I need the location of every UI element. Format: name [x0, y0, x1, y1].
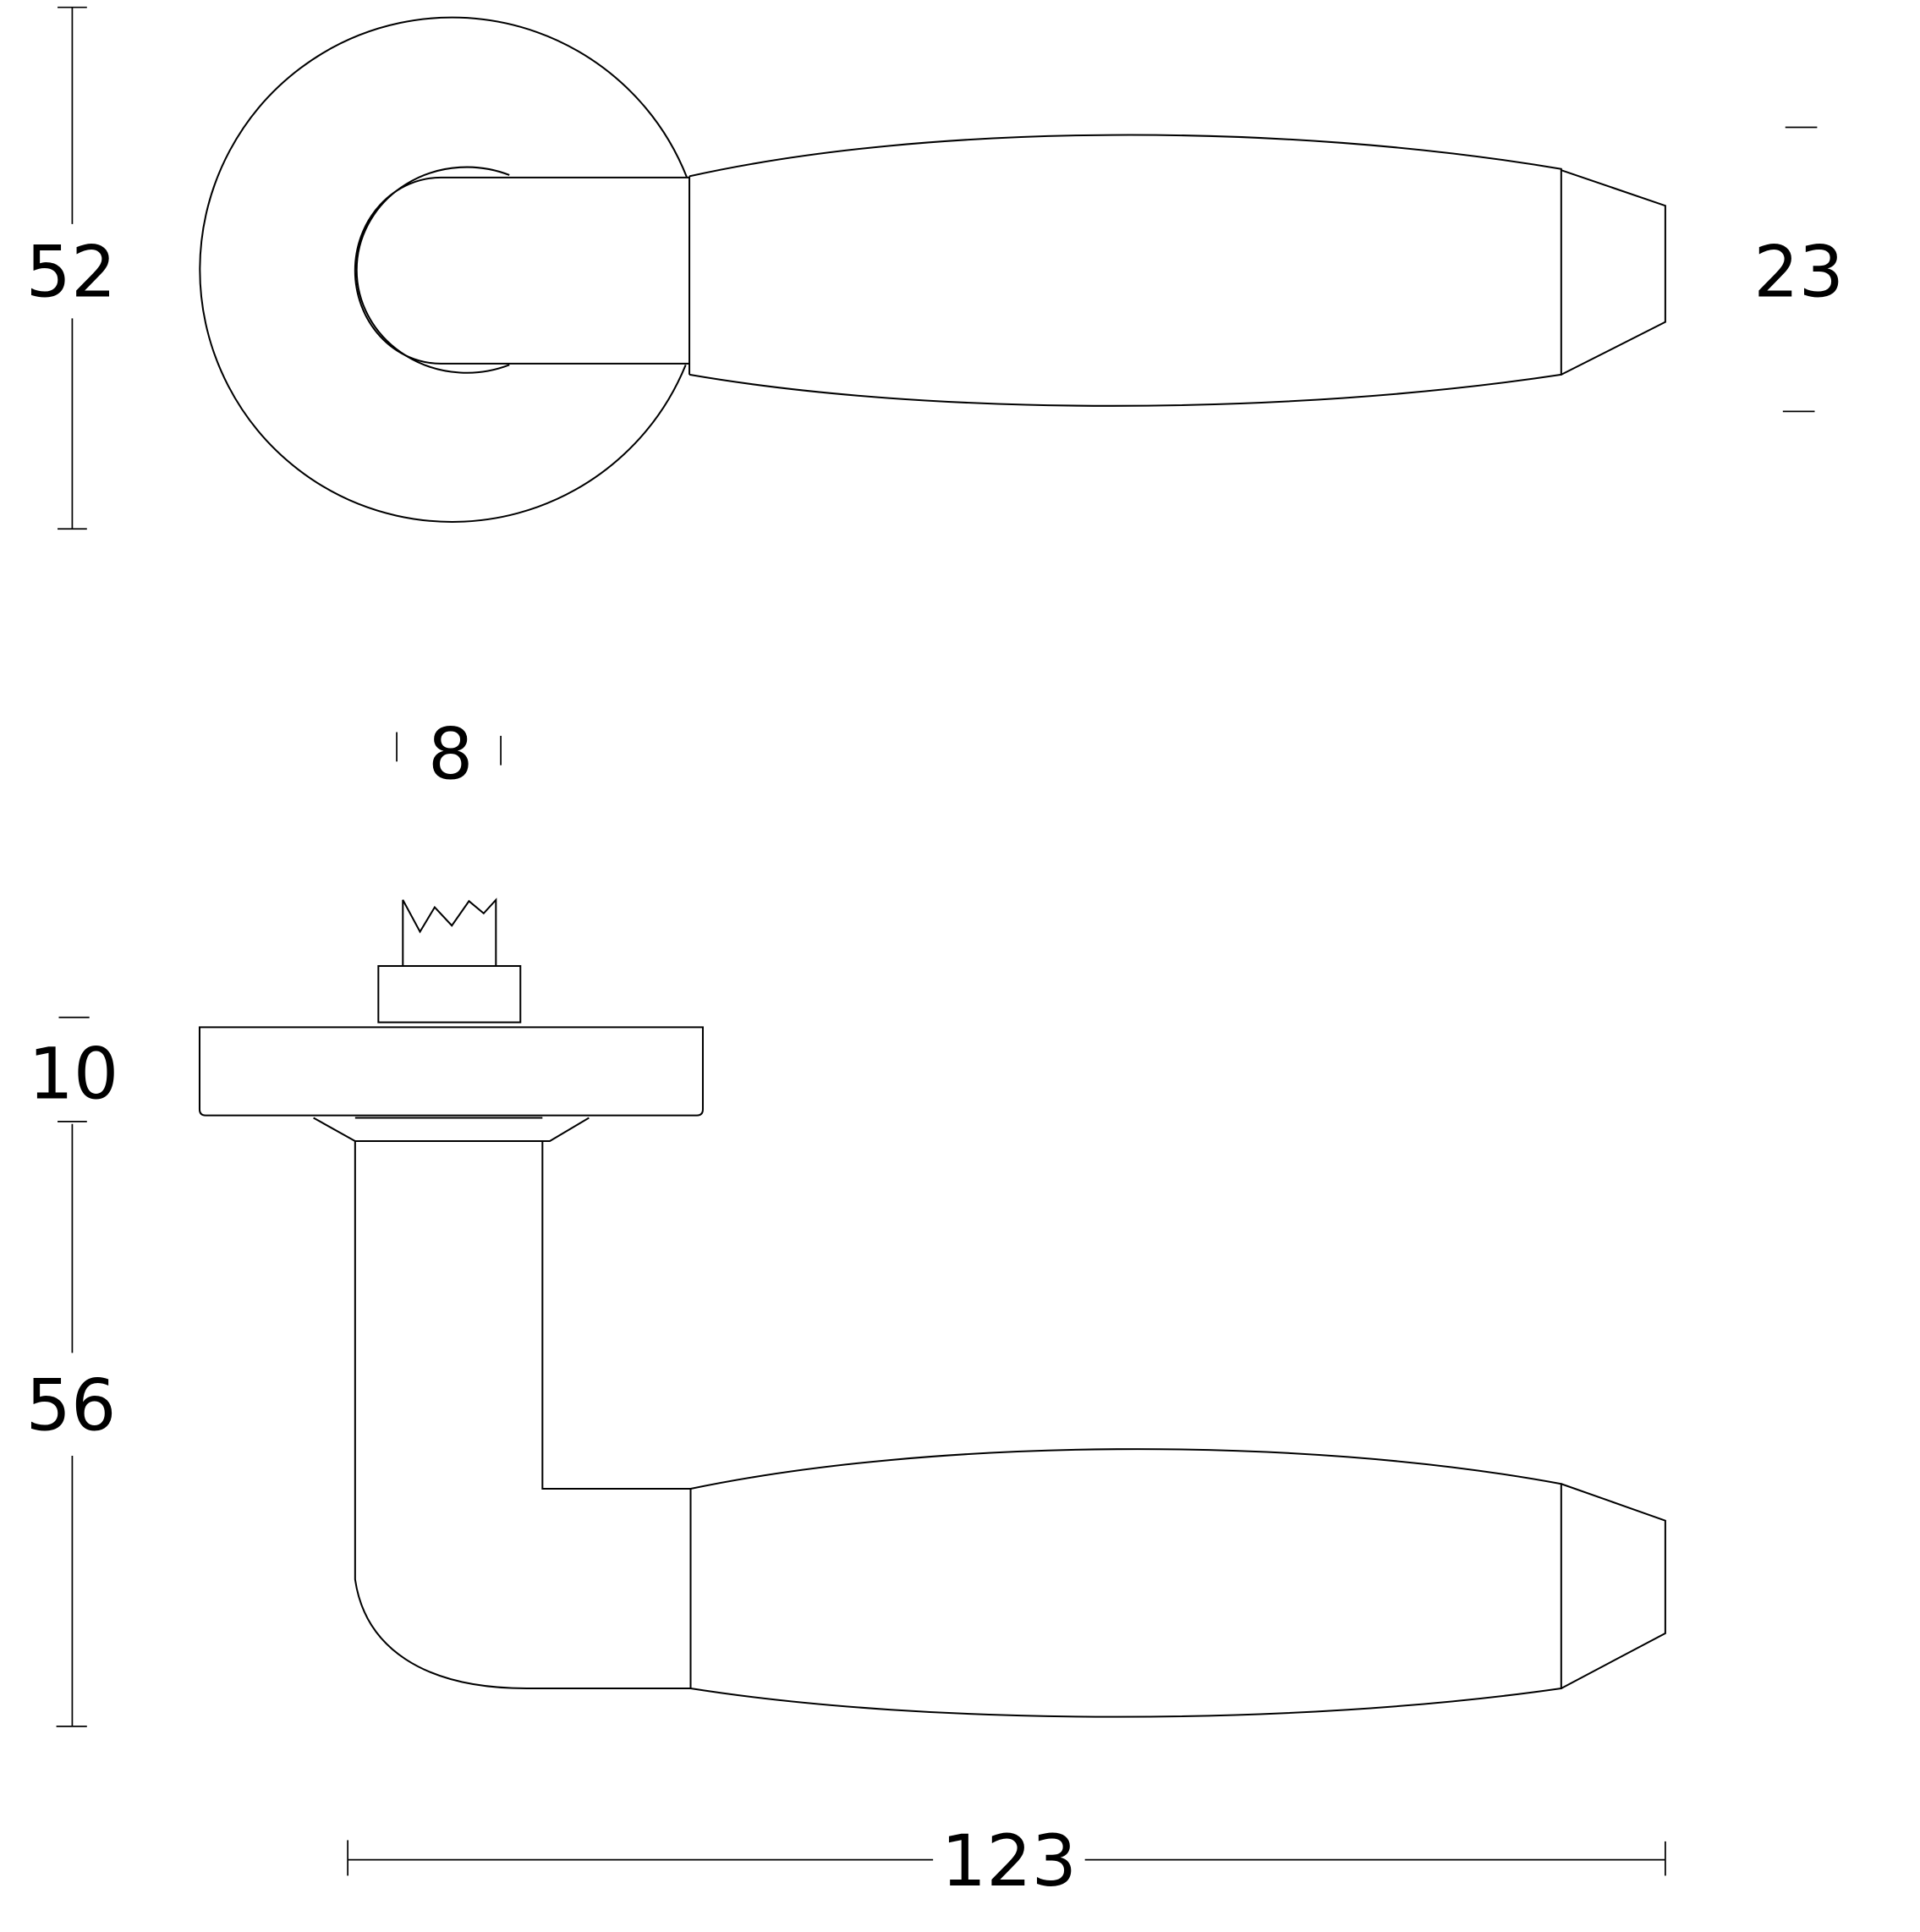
collar-ring [355, 166, 510, 374]
dimension-grip-height: 23 [1753, 126, 1844, 413]
spindle [402, 897, 497, 966]
dimension-lever-length: 123 [347, 1819, 1666, 1902]
dimension-spindle: 8 [396, 713, 502, 796]
side-lever-grip [690, 1448, 1562, 1718]
rose-outer-circle [199, 16, 688, 523]
side-lever-end-cap [1561, 1483, 1666, 1689]
side-view [198, 897, 1666, 1718]
dimension-projection: 56 [26, 1123, 117, 1727]
dimension-label-10: 10 [28, 1032, 118, 1115]
lever-neck [354, 176, 690, 365]
lever-grip [688, 134, 1562, 407]
spindle-collar [377, 964, 522, 1024]
dimension-label-23: 23 [1753, 230, 1844, 313]
dimension-label-52: 52 [26, 230, 117, 313]
lever-end-cap [1561, 169, 1666, 376]
top-view [199, 16, 1666, 523]
rose-bevel-left [313, 1117, 590, 1142]
lever-shank-inner [541, 1140, 691, 1490]
dimension-rose-diameter: 52 [26, 6, 117, 530]
dimension-label-56: 56 [26, 1364, 117, 1447]
dimension-rose-thickness: 10 [28, 1016, 118, 1122]
rose-disc [198, 1026, 704, 1117]
dimension-label-123: 123 [941, 1819, 1077, 1902]
lever-shank [354, 1140, 691, 1689]
dimension-label-8: 8 [428, 713, 473, 796]
